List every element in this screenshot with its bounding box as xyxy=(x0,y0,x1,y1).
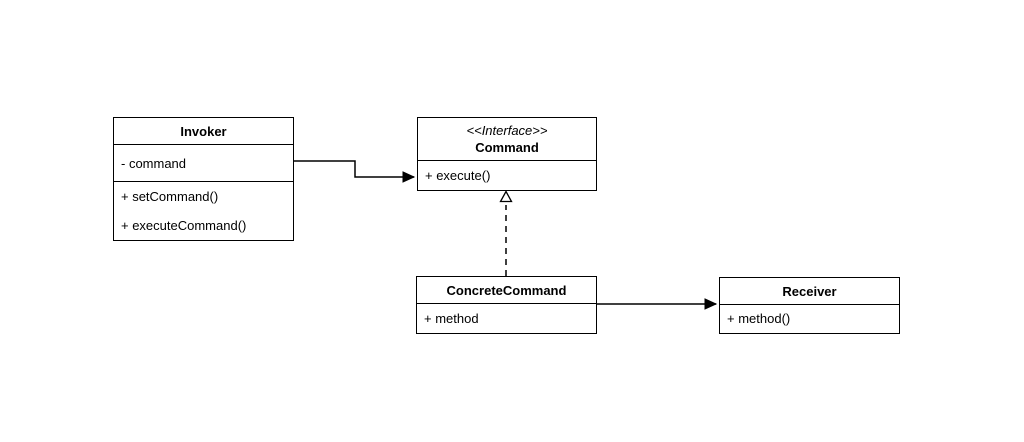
member: + method xyxy=(424,310,479,326)
method: + setCommand() xyxy=(121,188,219,204)
method: + execute() xyxy=(425,167,491,183)
class-invoker-attributes: - command xyxy=(114,144,293,181)
class-receiver-title: Receiver xyxy=(720,278,899,304)
class-receiver: Receiver + method() xyxy=(719,277,900,334)
association-invoker-command xyxy=(293,160,416,183)
class-name: ConcreteCommand xyxy=(446,282,567,298)
class-concretecommand-members: + method xyxy=(417,303,596,332)
interface-command-methods: + execute() xyxy=(418,160,596,189)
class-concretecommand: ConcreteCommand + method xyxy=(416,276,597,334)
interface-command-title: <<Interface>> Command xyxy=(418,118,596,160)
member: + method() xyxy=(727,311,791,326)
class-concretecommand-title: ConcreteCommand xyxy=(417,277,596,303)
method: + executeCommand() xyxy=(121,217,247,233)
attribute: - command xyxy=(121,155,187,171)
class-name: Command xyxy=(475,140,539,155)
class-name: Receiver xyxy=(782,283,837,299)
realization-arrowhead-hollow-triangle xyxy=(499,190,513,203)
class-invoker-title: Invoker xyxy=(114,118,293,144)
interface-command: <<Interface>> Command + execute() xyxy=(417,117,597,191)
class-invoker-methods: + setCommand() + executeCommand() xyxy=(114,181,293,239)
class-receiver-members: + method() xyxy=(720,304,899,332)
class-invoker: Invoker - command + setCommand() + execu… xyxy=(113,117,294,241)
class-name: Invoker xyxy=(180,123,227,139)
stereotype-label: <<Interface>> xyxy=(466,123,548,138)
